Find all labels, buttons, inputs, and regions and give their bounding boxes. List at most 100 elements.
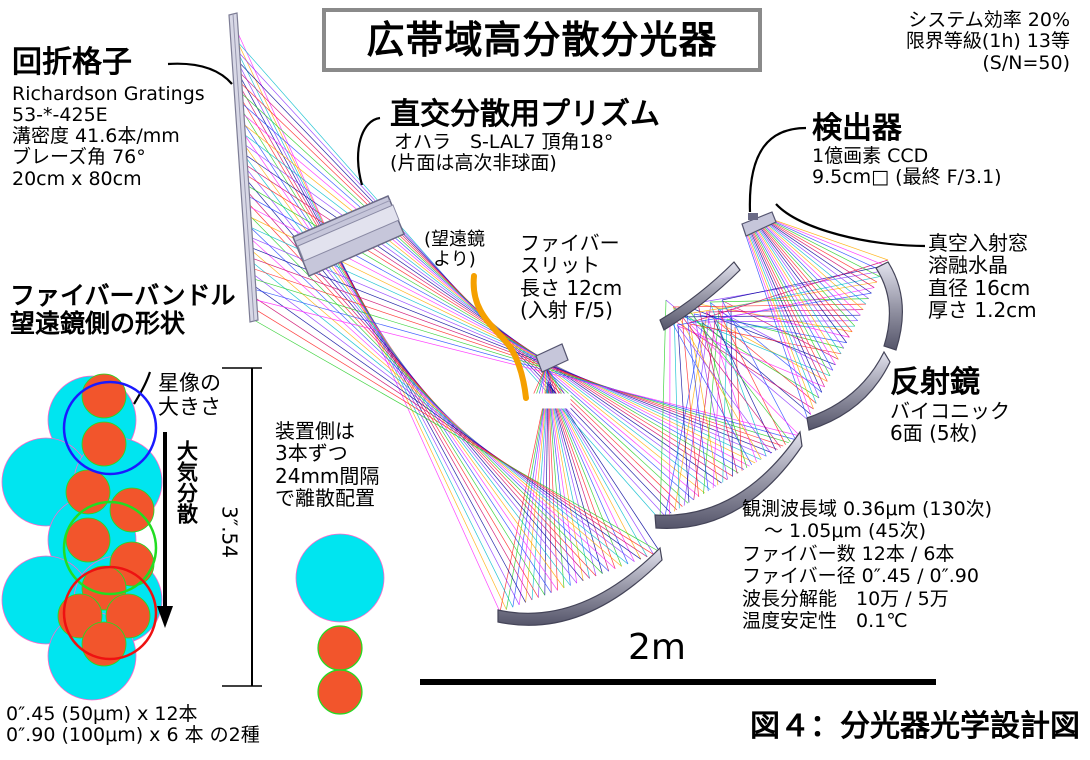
- ray-line: [254, 278, 789, 444]
- dispersion-arrowhead: [157, 606, 173, 628]
- window-line: 厚さ 1.2cm: [928, 298, 1037, 323]
- leader-prism: [356, 116, 381, 186]
- star-size-line: 大きさ: [158, 394, 221, 419]
- ray-line: [717, 309, 786, 445]
- ray-line: [759, 224, 850, 338]
- star-size-label: 星像の 大きさ: [158, 371, 221, 419]
- ray-line: [757, 225, 845, 349]
- ray-line: [755, 226, 839, 360]
- ray-line: [547, 381, 661, 553]
- ray-line: [697, 303, 738, 474]
- grating-line: ブレーズ角 76°: [12, 146, 146, 169]
- ray-line: [245, 211, 603, 574]
- ray-line: [547, 381, 571, 586]
- ray-line: [668, 316, 753, 466]
- ray-line: [706, 312, 817, 404]
- device-side-line: 装置側は: [275, 419, 355, 443]
- device-side-line: 24mm間隔: [275, 463, 380, 488]
- mirror-center: [659, 261, 741, 331]
- window-label: 真空入射窓 溶融水晶 直径 16cm 厚さ 1.2cm: [928, 232, 1037, 322]
- ray-line: [252, 295, 648, 558]
- mirror-line: 6面 (5枚): [890, 420, 978, 445]
- ray-line: [239, 91, 689, 504]
- ray-line: [769, 221, 878, 283]
- telescope-fiber: [470, 273, 529, 401]
- fiber-bundle-diagram: [1, 367, 262, 701]
- ray-line: [753, 226, 834, 371]
- vacuum-window: [741, 211, 777, 237]
- ray-line: [676, 324, 772, 454]
- figure-caption: 図４：分光器光学設計図: [750, 709, 1080, 744]
- telescope-line: (望遠鏡: [424, 229, 486, 250]
- telescope-line: より): [433, 249, 476, 271]
- ray-line: [721, 299, 796, 440]
- ray-line: [255, 289, 795, 440]
- ray-line: [547, 381, 610, 572]
- ray-line: [252, 307, 654, 555]
- ray-line: [709, 301, 767, 457]
- ray-line: [751, 227, 831, 377]
- ray-line: [680, 314, 781, 448]
- system-specs: システム効率 20% 限界等級(1h) 13等 (S/N=50): [906, 9, 1070, 74]
- ray-line: [743, 229, 809, 421]
- spec-line: ファイバー径 0″.45 / 0″.90: [742, 565, 979, 588]
- grating-title: 回折格子: [12, 45, 132, 80]
- ray-line: [665, 299, 809, 421]
- ray-line: [255, 299, 801, 437]
- ray-line: [547, 381, 552, 593]
- fiber-small: [81, 421, 127, 467]
- ray-line: [693, 313, 728, 480]
- leader-detector: [748, 126, 807, 213]
- ray-line: [713, 287, 875, 321]
- device-side-label: 装置側は 3本ずつ 24mm間隔 で離散配置: [275, 420, 379, 510]
- window-line: 溶融水晶: [928, 253, 1008, 278]
- bundle-footer-line: 0″.45 (50μm) x 12本: [6, 703, 198, 725]
- ray-line: [248, 247, 622, 567]
- ray-line: [547, 381, 635, 562]
- leader-star: [133, 371, 152, 405]
- prism-line: オハラ S-LAL7 頂角18°: [394, 130, 614, 153]
- ray-line: [531, 381, 549, 601]
- slit-line: スリット: [520, 253, 600, 278]
- ray-line: [744, 229, 812, 415]
- ray-line: [760, 224, 853, 332]
- ray-line: [746, 228, 817, 404]
- ray-line: [689, 323, 719, 486]
- ray-line: [669, 317, 814, 410]
- ray-line: [676, 292, 872, 326]
- ray-line: [241, 112, 700, 497]
- ray-line: [538, 381, 549, 598]
- ray-line: [758, 224, 847, 343]
- ray-line: [756, 225, 842, 354]
- ray-line: [750, 227, 828, 382]
- ray-line: [763, 223, 861, 316]
- spec-line: ～ 1.05μm (45次): [764, 520, 926, 543]
- ray-line: [512, 381, 549, 608]
- ray-line: [705, 311, 757, 463]
- fiber-small: [109, 487, 155, 533]
- ray-line: [714, 320, 828, 382]
- spec-line: 観測波長域 0.36μm (130次): [742, 498, 993, 520]
- ray-line: [762, 223, 858, 321]
- mirror-middle: [654, 430, 803, 529]
- ray-line: [547, 381, 578, 584]
- atmospheric-dispersion-label: 大気分散: [174, 440, 199, 524]
- spec-line: 温度安定性 0.1℃: [742, 610, 908, 633]
- ray-line: [677, 325, 825, 388]
- ray-line: [518, 381, 549, 605]
- fiber-slit-head: [523, 343, 571, 409]
- diagram-title: 広帯域高分散分光器: [322, 8, 762, 72]
- ray-line: [251, 283, 642, 560]
- ray-line: [499, 381, 549, 613]
- bundle-footer-line: 0″.90 (100μm) x 6 本 の2種: [6, 724, 260, 747]
- ray-line: [734, 326, 743, 471]
- ray-line: [240, 102, 694, 501]
- mirror-right-upper: [875, 261, 903, 351]
- device-side-line: 3本ずつ: [275, 441, 348, 466]
- ray-line: [734, 325, 855, 328]
- ray-line: [768, 221, 875, 288]
- leader-window: [775, 203, 926, 248]
- mirror-right-lower: [806, 350, 891, 431]
- ray-line: [673, 307, 680, 509]
- ray-line: [242, 122, 706, 494]
